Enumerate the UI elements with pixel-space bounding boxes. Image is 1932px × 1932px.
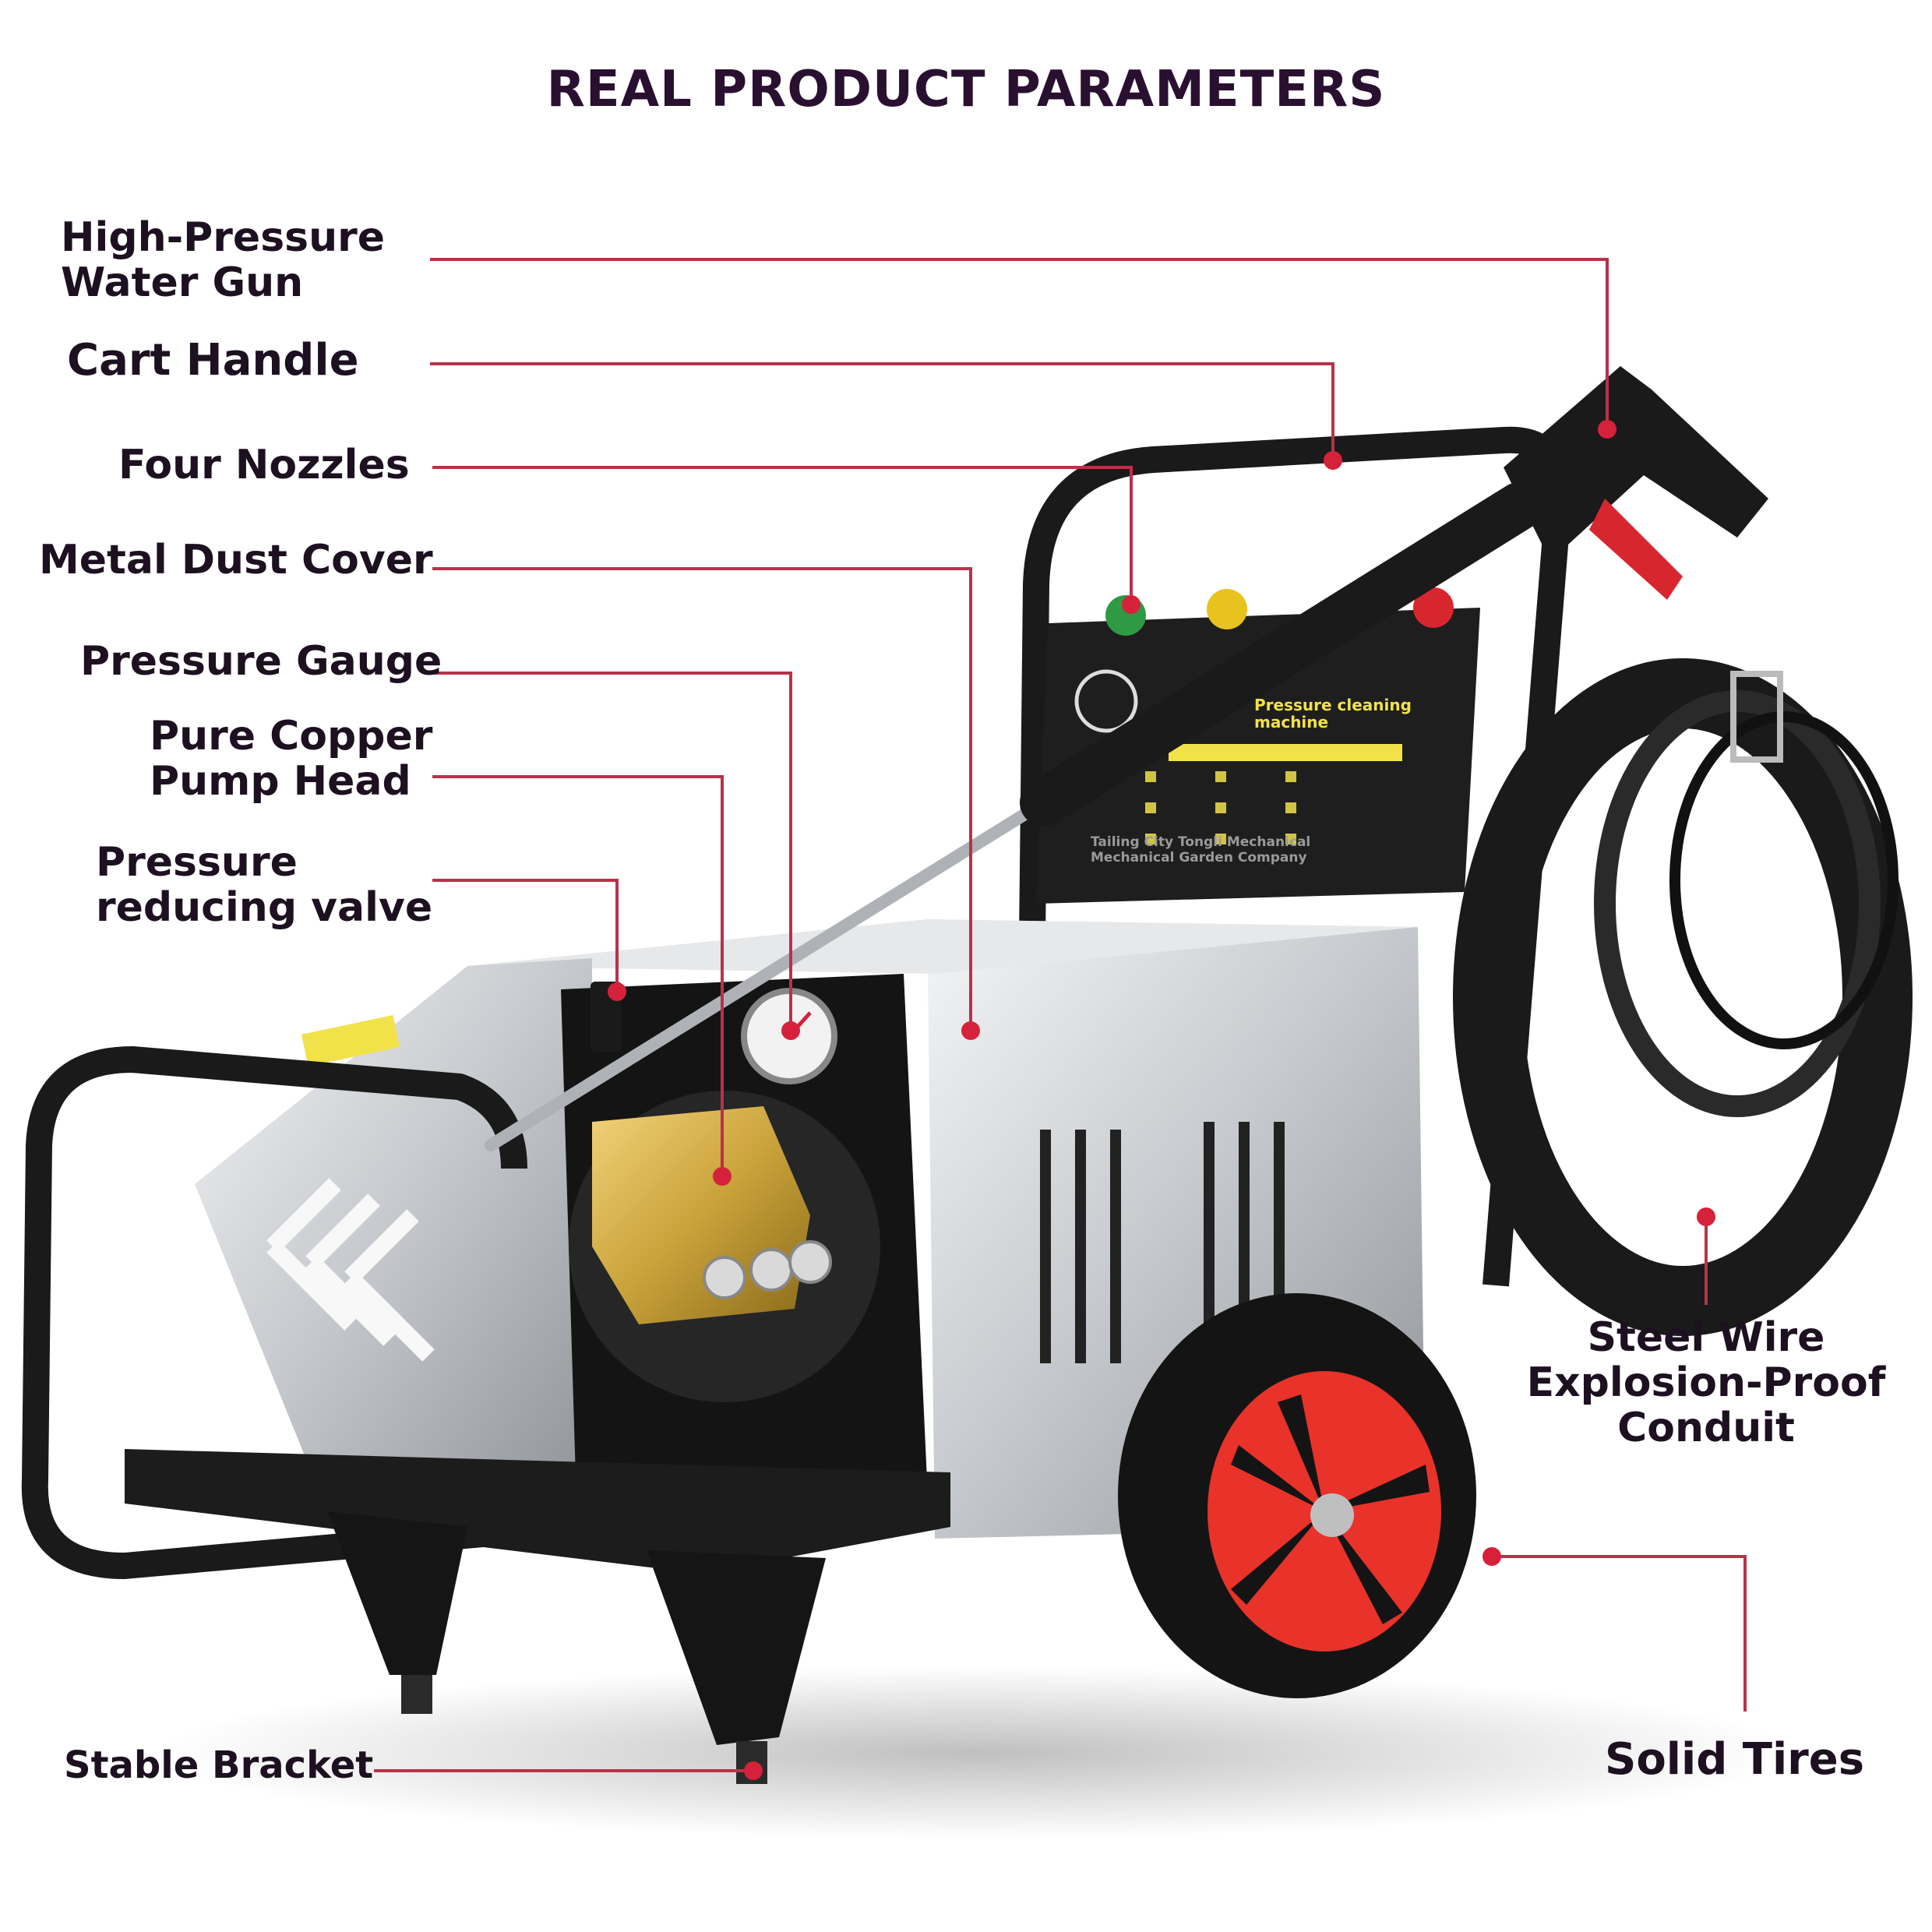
label-cart-handle: Cart Handle — [67, 335, 359, 386]
label-conduit: Steel Wire Explosion-Proof Conduit — [1526, 1314, 1886, 1452]
power-cord-coil — [1669, 711, 1899, 1049]
water-gun-body — [1504, 366, 1768, 561]
dot-pressure-gauge — [781, 1021, 800, 1040]
stable-bracket-left — [327, 1511, 467, 1675]
front-frame — [21, 1046, 562, 1579]
label-water-gun: High-Pressure Water Gun — [61, 214, 386, 307]
panel-name-line1: Pressure cleaning — [1254, 696, 1412, 714]
label-pump-head: Pure Copper Pump Head — [150, 713, 433, 806]
leader-cart-handle — [430, 362, 1334, 460]
leader-solid-tires — [1492, 1555, 1747, 1712]
bracket-foot-left — [401, 1675, 432, 1714]
dot-four-nozzles — [1122, 595, 1141, 614]
body-top — [467, 919, 1418, 974]
dot-cart-handle — [1324, 451, 1342, 470]
dot-pump-head — [713, 1167, 732, 1186]
panel-name-line2: machine — [1254, 713, 1328, 732]
label-pressure-gauge: Pressure Gauge — [80, 638, 442, 685]
panel-logo — [1074, 669, 1138, 733]
wheel-spokes — [1231, 1394, 1430, 1624]
nozzle-yellow — [1207, 589, 1247, 629]
dot-dust-cover — [961, 1021, 980, 1040]
dot-stable-bracket — [744, 1761, 763, 1780]
page-title: REAL PRODUCT PARAMETERS — [546, 61, 1386, 118]
ground-shadow — [156, 1667, 1792, 1839]
lance-grip — [1020, 482, 1543, 827]
spray-lance — [485, 796, 1050, 1151]
pump-fittings — [703, 1240, 832, 1299]
chevron-vents — [266, 1178, 435, 1362]
label-solid-tires: Solid Tires — [1605, 1734, 1865, 1785]
panel-company-line1: Tailing City Tongli Mechanical — [1091, 834, 1310, 850]
label-dust-cover: Metal Dust Cover — [39, 537, 433, 583]
panel-yellow-strip — [1169, 744, 1402, 761]
base-tray — [125, 1449, 950, 1574]
leader-pressure-gauge — [432, 672, 792, 1031]
hose-coil-inner — [1594, 690, 1881, 1117]
hose-coil-outer — [1453, 658, 1913, 1336]
housing-label — [301, 1014, 400, 1067]
dot-reducing-valve — [608, 982, 626, 1001]
leader-pump-head — [432, 775, 724, 1176]
dot-solid-tires — [1482, 1547, 1501, 1566]
gun-trigger — [1589, 499, 1683, 600]
label-four-nozzles: Four Nozzles — [118, 442, 410, 488]
wheel-axle — [1310, 1493, 1354, 1537]
leader-dust-cover — [432, 567, 972, 1031]
leader-four-nozzles — [432, 466, 1133, 605]
panel-company-line2: Mechanical Garden Company — [1091, 850, 1307, 866]
stable-bracket-right — [647, 1550, 826, 1745]
hose-hook — [1730, 671, 1783, 763]
nozzle-red — [1413, 587, 1454, 628]
label-stable-bracket: Stable Bracket — [64, 1743, 374, 1787]
label-reducing-valve: Pressure reducing valve — [96, 839, 433, 932]
leader-water-gun — [430, 258, 1609, 429]
leader-reducing-valve — [432, 879, 619, 992]
dot-water-gun — [1598, 420, 1616, 439]
panel-sticker-grid — [1145, 771, 1296, 844]
dot-conduit — [1697, 1208, 1715, 1226]
